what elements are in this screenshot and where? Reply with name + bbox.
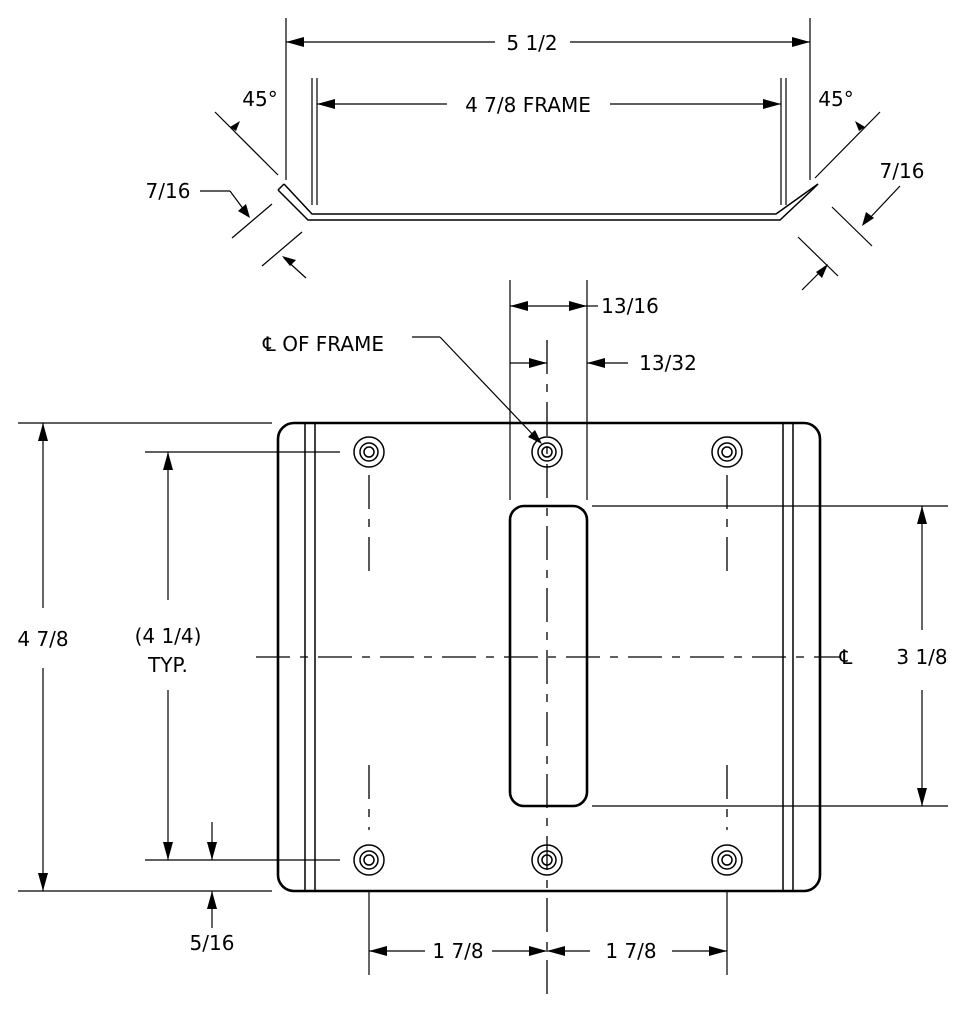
label-typ: TYP. xyxy=(147,653,188,677)
hole-bottom-right xyxy=(711,844,743,876)
dim-frame-width: 4 7/8 FRAME xyxy=(465,93,591,117)
hole-top-right xyxy=(711,436,743,468)
plan-view xyxy=(18,280,948,1000)
dim-hole-spacing-right: 1 7/8 xyxy=(605,939,656,963)
dim-angle-left: 45° xyxy=(242,87,277,111)
dim-hole-spacing-vertical: (4 1/4) xyxy=(135,624,202,648)
dim-slot-height: 3 1/8 xyxy=(896,645,947,669)
dim-slot-half: 13/32 xyxy=(639,351,697,375)
dim-hole-spacing-left: 1 7/8 xyxy=(432,939,483,963)
dim-angle-right: 45° xyxy=(818,87,853,111)
label-centerline-of-frame: ℄ OF FRAME xyxy=(262,332,384,356)
hole-bottom-center xyxy=(531,844,563,876)
section-view xyxy=(200,18,901,291)
dim-edge-offset: 5/16 xyxy=(190,931,235,955)
centerline-symbol: ℄ xyxy=(839,645,853,669)
dim-flange-left: 7/16 xyxy=(146,179,191,203)
dim-slot-width: 13/16 xyxy=(601,294,659,318)
dim-flange-right: 7/16 xyxy=(880,159,925,183)
hole-top-center xyxy=(531,436,563,468)
hole-bottom-left xyxy=(353,844,385,876)
hole-top-left xyxy=(353,436,385,468)
dim-overall-height: 4 7/8 xyxy=(17,627,68,651)
dim-overall-width: 5 1/2 xyxy=(506,31,557,55)
